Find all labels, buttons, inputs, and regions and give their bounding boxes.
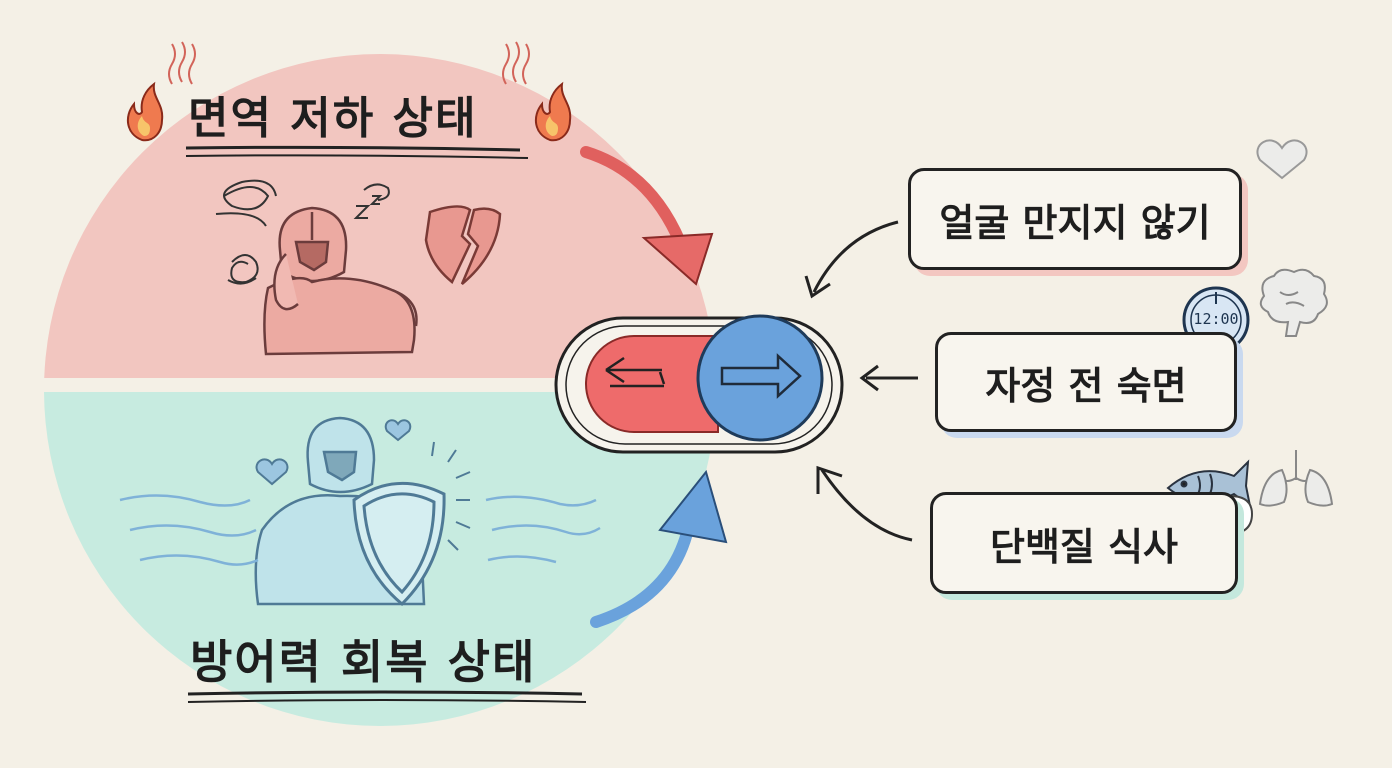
impaired-state-title: 면역 저하 상태 <box>188 93 478 144</box>
shield-icon <box>352 481 446 607</box>
top-title-underline <box>185 145 521 152</box>
heat-lines-icon <box>168 41 530 85</box>
recover-arrow <box>590 469 728 628</box>
factor-card-sleep: 자정 전 숙면 <box>935 332 1237 432</box>
lungs-icon <box>1258 450 1334 507</box>
face-arrow <box>812 220 899 293</box>
heart-icon <box>255 419 412 486</box>
flame-icon <box>534 81 572 142</box>
factor-card-protein: 단백질 식사 <box>930 492 1238 594</box>
factor-arrows <box>804 220 918 542</box>
recovered-state-title: 방어력 회복 상태 <box>190 635 537 689</box>
toggle-knob <box>696 314 824 442</box>
tired-knight-icon <box>263 206 418 356</box>
factor-label: 얼굴 만지지 않기 <box>939 200 1211 245</box>
dizzy-scribble-icon <box>215 179 390 285</box>
impair-arrow <box>580 146 714 286</box>
sleep-z-icon <box>353 195 383 219</box>
left-arrow-icon <box>605 356 666 388</box>
flame-icon <box>126 81 164 142</box>
protein-arrow <box>820 469 913 542</box>
heart-icon <box>1256 139 1308 180</box>
wind-lines-icon <box>119 494 601 566</box>
broken-shield-icon <box>424 205 502 285</box>
immune-toggle-switch <box>554 314 844 454</box>
bottom-title-underline <box>187 690 583 696</box>
right-arrow-icon <box>720 353 802 399</box>
brain-icon <box>1259 268 1328 337</box>
factor-card-face: 얼굴 만지지 않기 <box>908 168 1242 270</box>
clock-badge-text: 12:00 <box>1193 310 1239 328</box>
factor-label: 자정 전 숙면 <box>985 363 1187 408</box>
factor-label: 단백질 식사 <box>989 524 1179 569</box>
shine-lines-icon <box>431 441 471 551</box>
